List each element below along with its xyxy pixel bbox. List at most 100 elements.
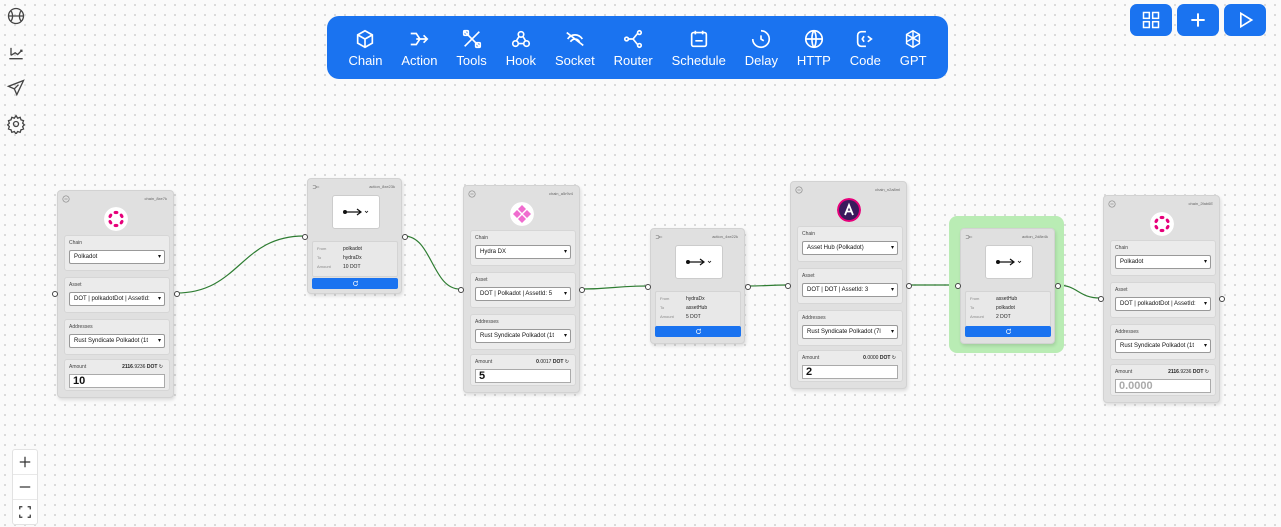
basketball-icon[interactable] <box>6 6 26 26</box>
amount-section: Amount 2116.9236 DOT ↻ 10 <box>64 359 170 391</box>
address-select[interactable]: Rust Syndicate Polkadot (7l▾ <box>802 325 898 339</box>
output-port[interactable] <box>745 284 751 290</box>
asset-section: Asset DOT | Polkadot | AssetId: 5▾ <box>470 272 576 308</box>
chain-node-icon <box>1108 200 1116 208</box>
input-port[interactable] <box>955 283 961 289</box>
refresh-button[interactable] <box>655 326 741 337</box>
input-port[interactable] <box>1098 296 1104 302</box>
hydradx-logo-icon <box>510 202 534 226</box>
input-port[interactable] <box>645 284 651 290</box>
asset-select[interactable]: DOT | Polkadot | AssetId: 5▾ <box>475 287 571 301</box>
chain-select[interactable]: Hydra DX▾ <box>475 245 571 259</box>
chain-node[interactable]: chain_8xe7k Chain Polkadot▾ Asset DOT | … <box>57 190 174 398</box>
tool-schedule[interactable]: Schedule <box>672 28 726 68</box>
select-value: Hydra DX <box>480 249 507 255</box>
amount-input[interactable]: 0.0000 <box>1115 379 1211 393</box>
output-port[interactable] <box>1055 283 1061 289</box>
refresh-button[interactable] <box>965 326 1051 337</box>
output-port[interactable] <box>174 291 180 297</box>
balance: 2116.9236 DOT ↻ <box>122 364 163 370</box>
input-port[interactable] <box>458 287 464 293</box>
amount-input[interactable]: 10 <box>69 374 165 388</box>
chain-section: Chain Polkadot▾ <box>64 235 170 271</box>
action-icon <box>312 185 320 189</box>
tool-code[interactable]: Code <box>850 28 881 68</box>
chart-hand-icon[interactable] <box>6 42 26 62</box>
add-button[interactable] <box>1177 4 1219 36</box>
amount-input[interactable]: 2 <box>802 365 898 379</box>
chain-node[interactable]: chain_a5r9v4 Chain Hydra DX▾ Asset DOT |… <box>463 185 580 393</box>
input-port[interactable] <box>52 291 58 297</box>
chevron-down-icon: ▾ <box>1203 301 1207 307</box>
address-select[interactable]: Rust Syndicate Polkadot (1t▾ <box>69 334 165 348</box>
chevron-down-icon: ▾ <box>563 291 567 297</box>
clock-icon <box>752 29 771 48</box>
output-port[interactable] <box>1219 296 1225 302</box>
chain-select[interactable]: Asset Hub (Polkadot)▾ <box>802 241 898 255</box>
chevron-down-icon: ▾ <box>890 287 894 293</box>
node-id: chain_n2a8ml <box>875 187 900 192</box>
chain-node[interactable]: chain_n2a8ml Chain Asset Hub (Polkadot)▾… <box>790 181 907 389</box>
tool-chain[interactable]: Chain <box>348 28 382 68</box>
address-select[interactable]: Rust Syndicate Polkadot (1t▾ <box>475 329 571 343</box>
action-icon <box>965 235 973 239</box>
edge <box>175 235 305 294</box>
balance: 2116.9236 DOT ↻ <box>1168 369 1209 375</box>
zoom-in-button[interactable] <box>13 450 37 475</box>
address-select[interactable]: Rust Syndicate Polkadot (1t▾ <box>1115 339 1211 353</box>
output-port[interactable] <box>906 283 912 289</box>
tool-gpt[interactable]: GPT <box>900 28 927 68</box>
zoom-out-button[interactable] <box>13 475 37 500</box>
amount-section: Amount 0.0017 DOT ↻ 5 <box>470 354 576 386</box>
layout-button[interactable] <box>1130 4 1172 36</box>
amount-input[interactable]: 5 <box>475 369 571 383</box>
action-selector[interactable] <box>675 245 723 279</box>
select-value: Asset Hub (Polkadot) <box>807 245 864 251</box>
tool-router[interactable]: Router <box>614 28 653 68</box>
asset-select[interactable]: DOT | polkadotDot | AssetId: ▾ <box>1115 297 1211 311</box>
tool-socket[interactable]: Socket <box>555 28 595 68</box>
tool-delay[interactable]: Delay <box>745 28 778 68</box>
input-port[interactable] <box>785 283 791 289</box>
input-port[interactable] <box>302 234 308 240</box>
chevron-down-icon: ▾ <box>1203 343 1207 349</box>
asset-select[interactable]: DOT | polkadotDot | AssetId: ▾ <box>69 292 165 306</box>
code-icon <box>857 30 874 47</box>
chevron-down-icon: ▾ <box>157 338 161 344</box>
refresh-button[interactable] <box>312 278 398 289</box>
addresses-section: Addresses Rust Syndicate Polkadot (1t▾ <box>64 319 170 355</box>
refresh-icon: ↻ <box>1204 369 1209 375</box>
chain-node-icon <box>62 195 70 203</box>
chain-select[interactable]: Polkadot▾ <box>1115 255 1211 269</box>
chain-node[interactable]: chain_2fab6E Chain Polkadot▾ Asset DOT |… <box>1103 195 1220 403</box>
tool-hook[interactable]: Hook <box>506 28 536 68</box>
fit-view-button[interactable] <box>13 500 37 524</box>
addresses-section: Addresses Rust Syndicate Polkadot (7l▾ <box>797 310 903 346</box>
action-selector[interactable] <box>332 195 380 229</box>
tool-http[interactable]: HTTP <box>797 28 831 68</box>
section-label: Addresses <box>802 315 826 321</box>
settings-icon[interactable] <box>6 114 26 136</box>
send-icon[interactable] <box>6 78 26 98</box>
asset-select[interactable]: DOT | DOT | AssetId: 3▾ <box>802 283 898 297</box>
tool-action[interactable]: Action <box>401 28 437 68</box>
refresh-icon: ↻ <box>891 355 896 361</box>
tool-label: Delay <box>744 52 778 68</box>
section-label: Asset <box>1115 287 1128 293</box>
minus-icon <box>19 486 31 488</box>
tool-label: Code <box>849 52 881 68</box>
tool-tools[interactable]: Tools <box>456 28 487 68</box>
fullscreen-icon <box>19 506 31 518</box>
action-selector[interactable] <box>985 245 1033 279</box>
output-port[interactable] <box>579 287 585 293</box>
output-port[interactable] <box>402 234 408 240</box>
chevron-down-icon: ▾ <box>157 254 161 260</box>
run-button[interactable] <box>1224 4 1266 36</box>
chain-select[interactable]: Polkadot▾ <box>69 250 165 264</box>
chevron-down-icon: ▾ <box>1203 259 1207 265</box>
node-id: chain_8xe7k <box>144 196 167 201</box>
